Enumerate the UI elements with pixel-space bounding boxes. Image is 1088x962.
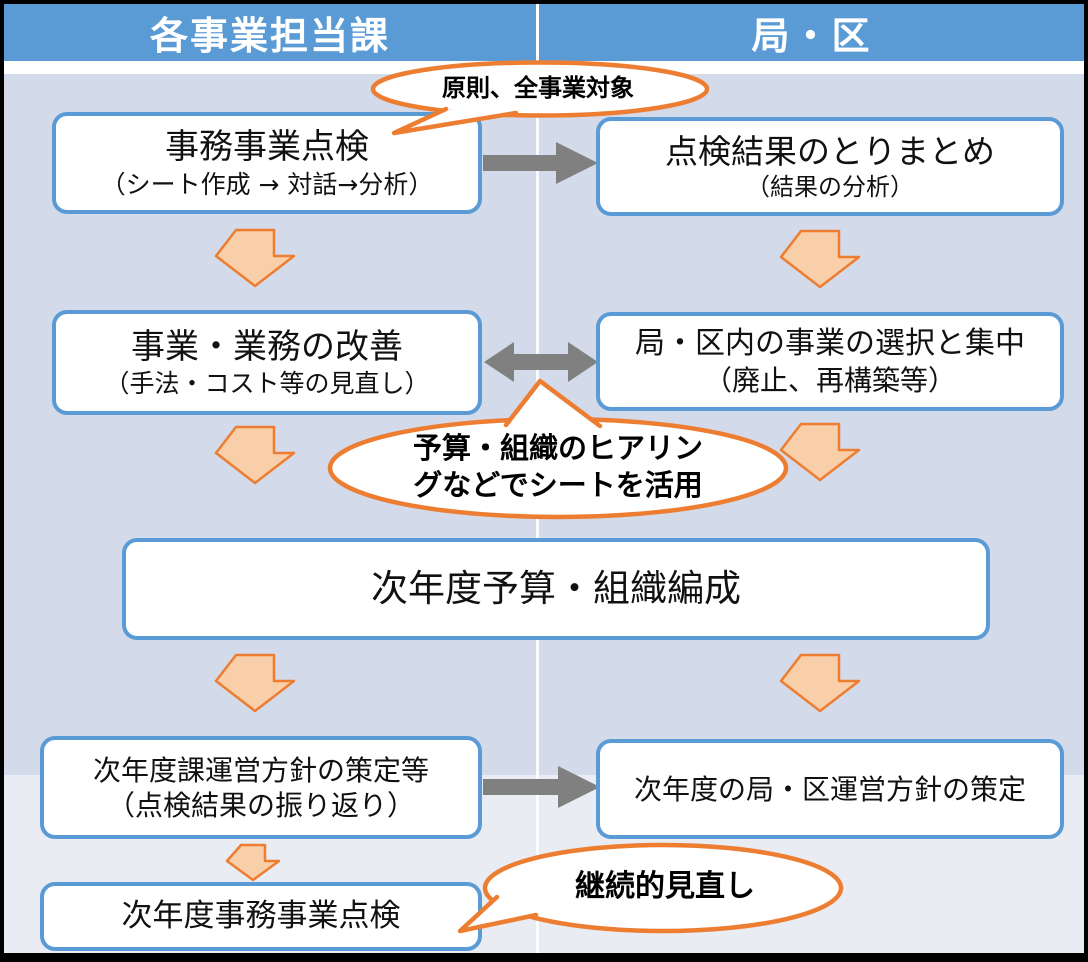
box-selection-concentration: 局・区内の事業の選択と集中 （廃止、再構築等） — [596, 312, 1064, 411]
column-divider — [536, 74, 539, 953]
column-header-row: 各事業担当課 局・区 — [4, 4, 1084, 61]
box-subtitle: （結果の分析） — [746, 173, 914, 202]
box-subtitle: （点検結果の振り返り） — [106, 788, 415, 822]
box-bureau-policy: 次年度の局・区運営方針の策定 — [596, 739, 1064, 839]
box-title: 次年度予算・組織編成 — [371, 566, 741, 610]
box-title: 点検結果のとりまとめ — [665, 131, 995, 171]
box-title: 次年度事務事業点検 — [121, 898, 401, 935]
column-header-departments: 各事業担当課 — [4, 4, 536, 61]
box-subtitle: （シート作成 → 対話→分析） — [100, 169, 434, 199]
box-next-year-budget: 次年度予算・組織編成 — [122, 538, 990, 640]
box-result-summary: 点検結果のとりまとめ （結果の分析） — [596, 117, 1064, 216]
column-header-bureau: 局・区 — [539, 4, 1084, 61]
box-title: 事業・業務の改善 — [131, 326, 403, 367]
box-section-policy: 次年度課運営方針の策定等 （点検結果の振り返り） — [40, 736, 482, 839]
box-business-inspection: 事務事業点検 （シート作成 → 対話→分析） — [52, 112, 482, 214]
box-subtitle: （廃止、再構築等） — [703, 363, 956, 397]
header-gap — [4, 61, 1084, 74]
box-next-year-inspection: 次年度事務事業点検 — [40, 882, 482, 951]
box-title: 局・区内の事業の選択と集中 — [635, 326, 1025, 362]
box-title: 次年度課運営方針の策定等 — [92, 753, 429, 787]
box-title: 次年度の局・区運営方針の策定 — [633, 772, 1026, 806]
box-improvement: 事業・業務の改善 （手法・コスト等の見直し） — [52, 310, 482, 415]
box-title: 事務事業点検 — [165, 127, 369, 168]
box-subtitle: （手法・コスト等の見直し） — [104, 369, 430, 399]
